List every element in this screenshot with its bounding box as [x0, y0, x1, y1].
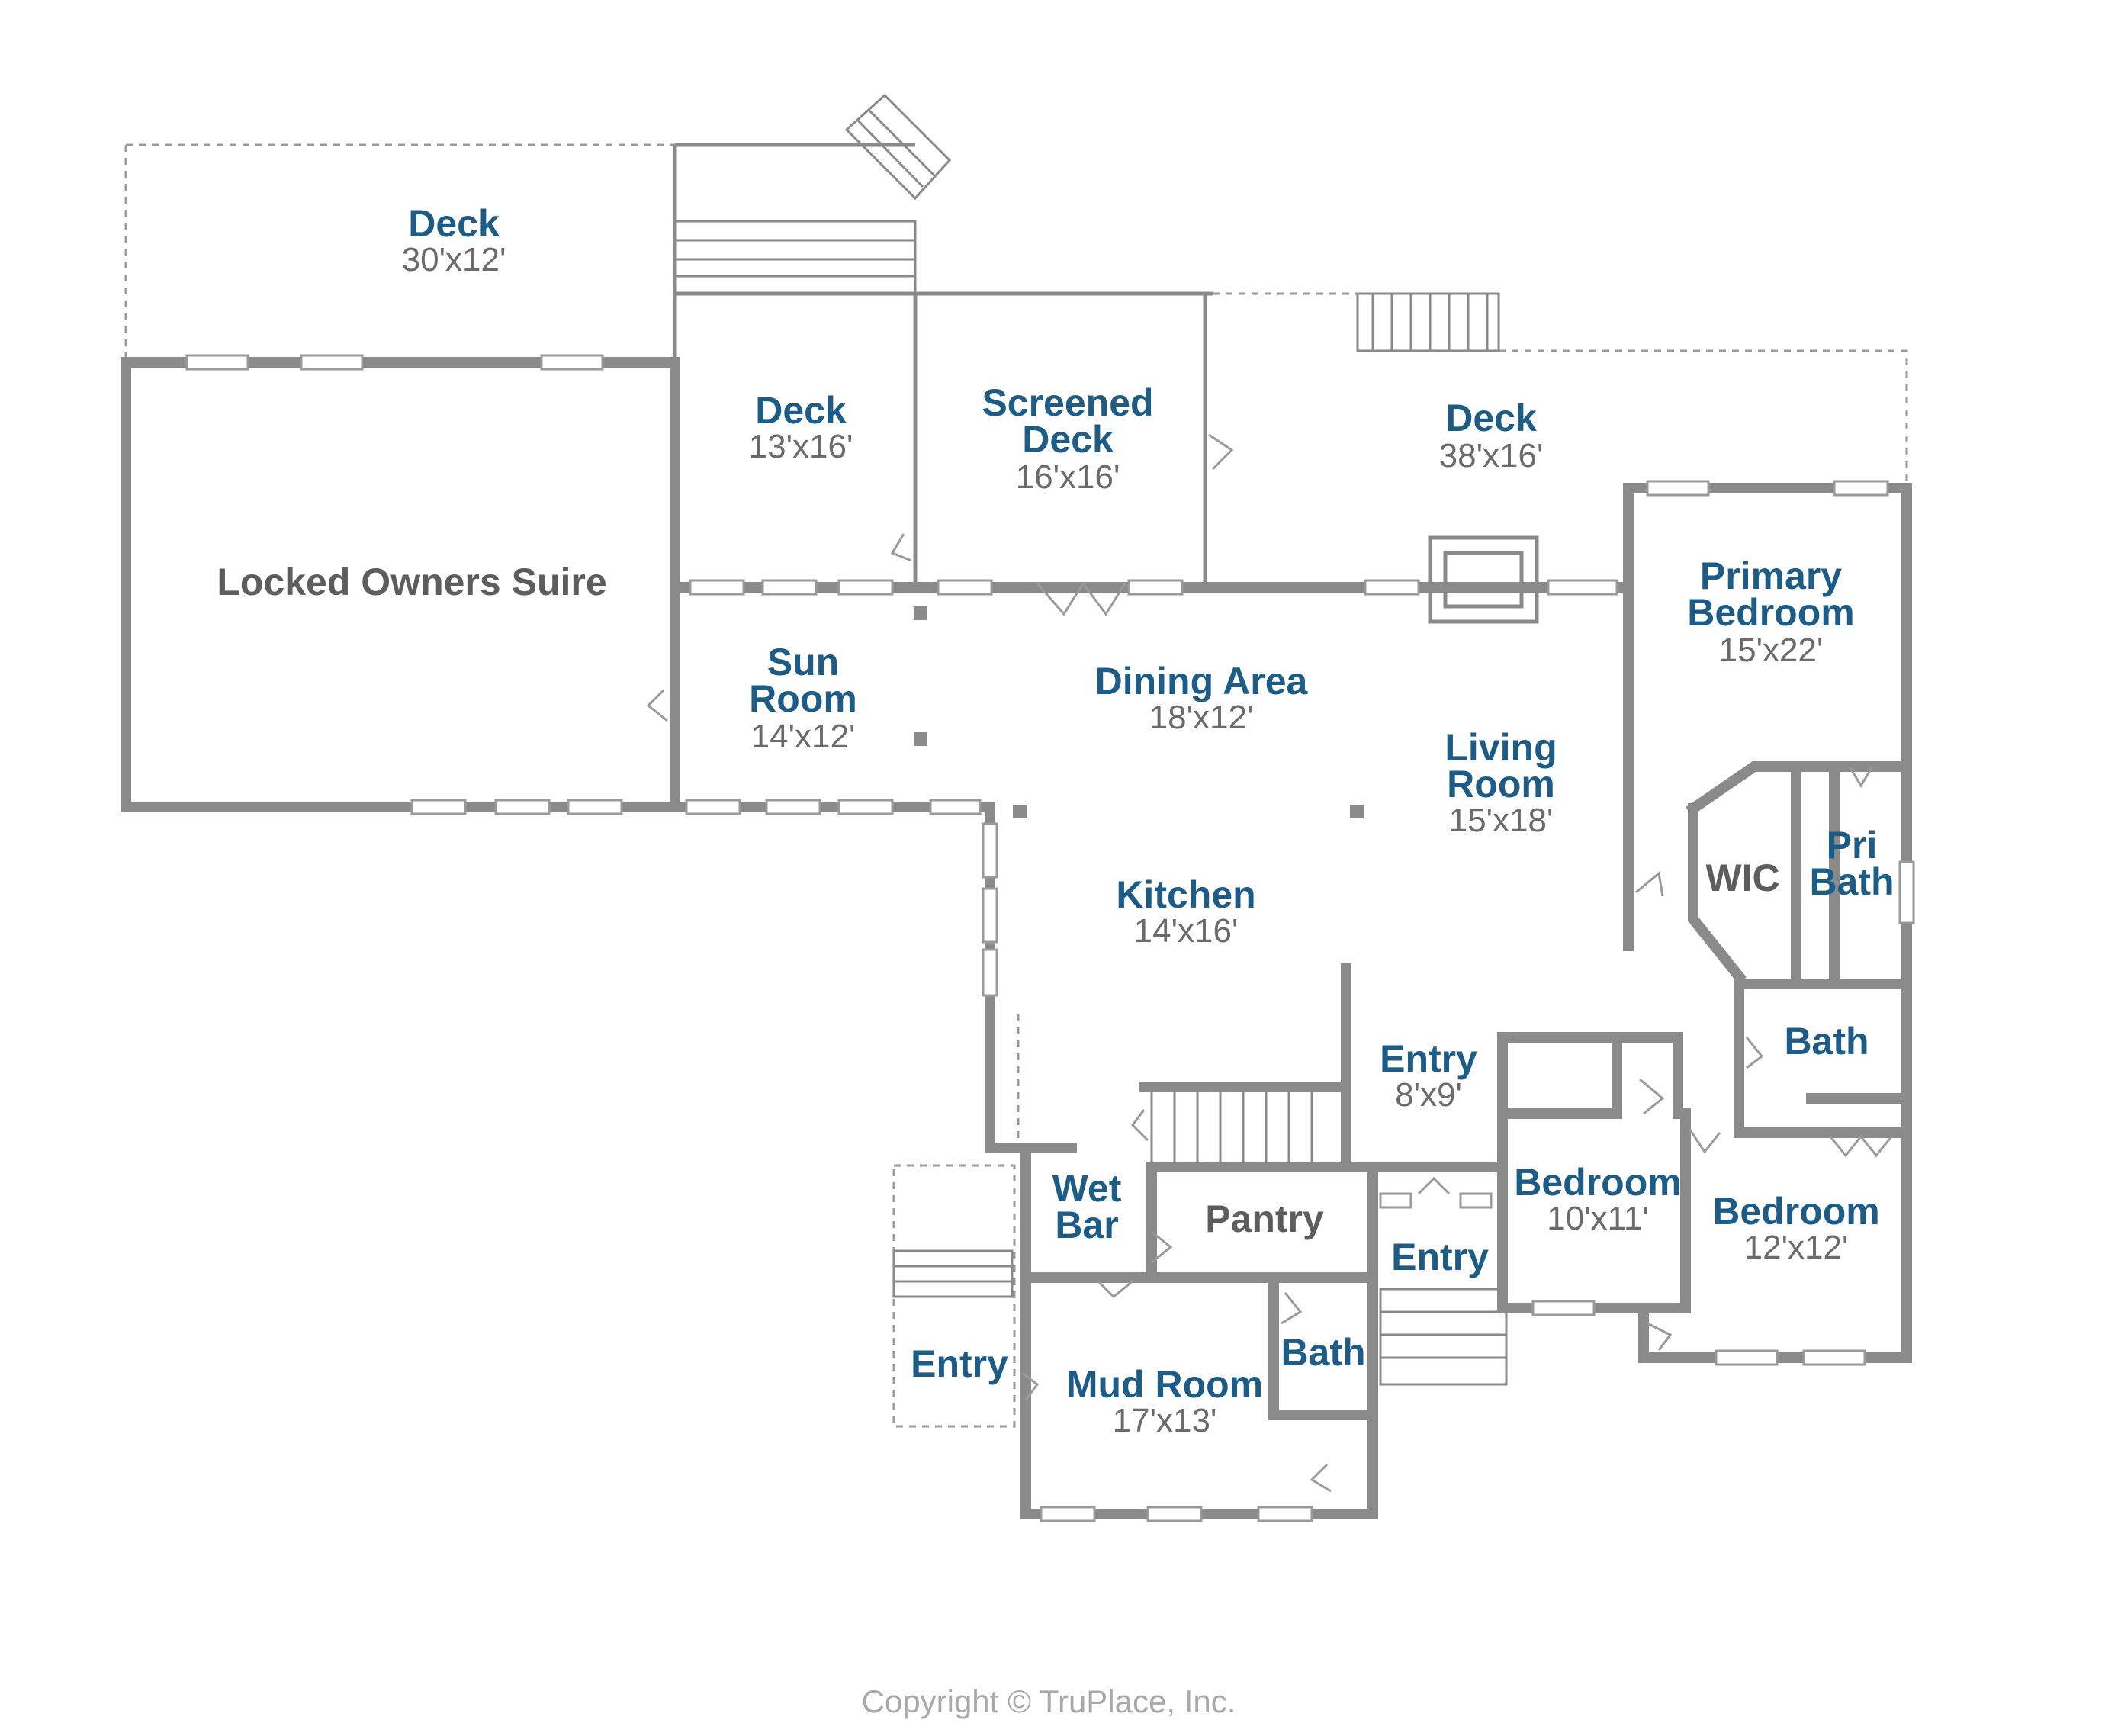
- pri-bath-name-2: Bath: [1809, 860, 1894, 903]
- entry-lower-name: Entry: [1391, 1236, 1489, 1278]
- kitchen-name: Kitchen: [1116, 873, 1255, 916]
- deck-right-dim: 38'x16': [1439, 437, 1544, 474]
- wic-name: WIC: [1705, 857, 1779, 899]
- bedroom-right-name: Bedroom: [1712, 1190, 1879, 1233]
- windows: [185, 354, 1915, 1522]
- posts: [914, 606, 1364, 818]
- doors: [646, 433, 1893, 1493]
- mud-room-name: Mud Room: [1066, 1363, 1263, 1406]
- screened-deck-name-1: Screened: [982, 381, 1153, 424]
- sun-room-name-1: Sun: [767, 641, 839, 683]
- entry-center-dim: 8'x9': [1395, 1076, 1462, 1114]
- deck-small-name: Deck: [755, 389, 847, 432]
- sun-room-name-2: Room: [749, 677, 857, 720]
- deck-right-name: Deck: [1445, 397, 1537, 439]
- entry-center-name: Entry: [1380, 1037, 1477, 1080]
- deck-top-left-dim: 30'x12': [402, 241, 506, 278]
- primary-bedroom-name-1: Primary: [1700, 555, 1842, 597]
- owners-suite-name: Locked Owners Suire: [217, 561, 606, 603]
- kitchen-dim: 14'x16': [1134, 912, 1239, 950]
- fireplace: [1428, 535, 1539, 624]
- pantry-name: Pantry: [1205, 1198, 1324, 1240]
- deck-top-left-name: Deck: [408, 202, 500, 245]
- room-labels: Deck 30'x12' Deck 13'x16' Screened Deck …: [217, 202, 1894, 1439]
- deck-small-dim: 13'x16': [749, 428, 853, 465]
- dining-area-dim: 18'x12': [1149, 699, 1254, 736]
- living-room-dim: 15'x18': [1449, 802, 1554, 839]
- primary-bedroom-dim: 15'x22': [1719, 632, 1824, 669]
- bedroom-mid-dim: 10'x11': [1547, 1200, 1648, 1237]
- thin-walls: [673, 143, 1213, 587]
- bath-lower-name: Bath: [1281, 1331, 1365, 1374]
- living-room-name-2: Room: [1447, 763, 1555, 805]
- bath-right-name: Bath: [1784, 1020, 1869, 1062]
- copyright-text: Copyright © TruPlace, Inc.: [862, 1683, 1236, 1719]
- stairs: [673, 93, 1508, 1386]
- wet-bar-name-2: Bar: [1055, 1204, 1118, 1246]
- bedroom-right-dim: 12'x12': [1744, 1229, 1849, 1266]
- walls: [121, 357, 1912, 1519]
- pri-bath-name-1: Pri: [1827, 824, 1878, 866]
- dining-area-name: Dining Area: [1095, 660, 1309, 702]
- bedroom-mid-name: Bedroom: [1514, 1161, 1681, 1204]
- primary-bedroom-name-2: Bedroom: [1687, 591, 1854, 634]
- screened-deck-dim: 16'x16': [1016, 458, 1120, 496]
- entry-left-name: Entry: [911, 1342, 1008, 1385]
- living-room-name-1: Living: [1445, 726, 1557, 769]
- mud-room-dim: 17'x13': [1113, 1402, 1217, 1439]
- wet-bar-name-1: Wet: [1052, 1167, 1122, 1210]
- screened-deck-name-2: Deck: [1022, 418, 1114, 461]
- sun-room-dim: 14'x12': [751, 718, 856, 755]
